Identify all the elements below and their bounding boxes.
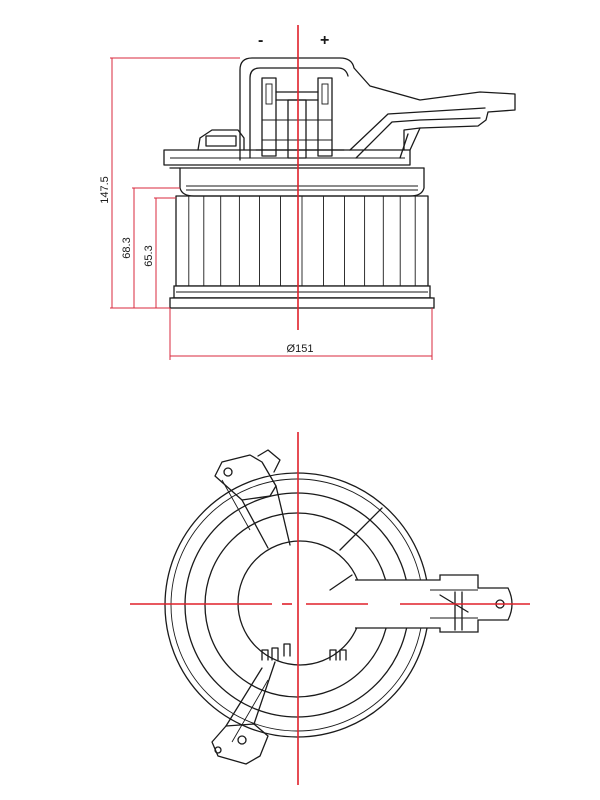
side-view: - + 147.5 68.3 65.3 Ø151 — [99, 25, 516, 360]
polarity-negative-label: - — [258, 32, 263, 49]
wheel-height-dimension: 65.3 — [143, 245, 155, 266]
terminal-housing — [239, 57, 516, 161]
housing-height-dimension: 68.3 — [121, 237, 133, 258]
top-view-center-lines — [130, 432, 530, 785]
motor-hub — [237, 540, 363, 666]
diameter-dimension: Ø151 — [287, 343, 314, 355]
wheel-fins — [188, 196, 416, 286]
motor-housing — [163, 129, 425, 197]
overall-height-dimension: 147.5 — [99, 176, 111, 204]
wheel-base-plate — [169, 297, 435, 309]
polarity-positive-label: + — [320, 32, 329, 49]
dimension-lines — [110, 57, 433, 360]
blower-wheel — [169, 195, 435, 309]
upper-mounting-lug — [214, 449, 291, 549]
top-view — [130, 432, 530, 785]
lower-mounting-lug — [211, 643, 347, 765]
